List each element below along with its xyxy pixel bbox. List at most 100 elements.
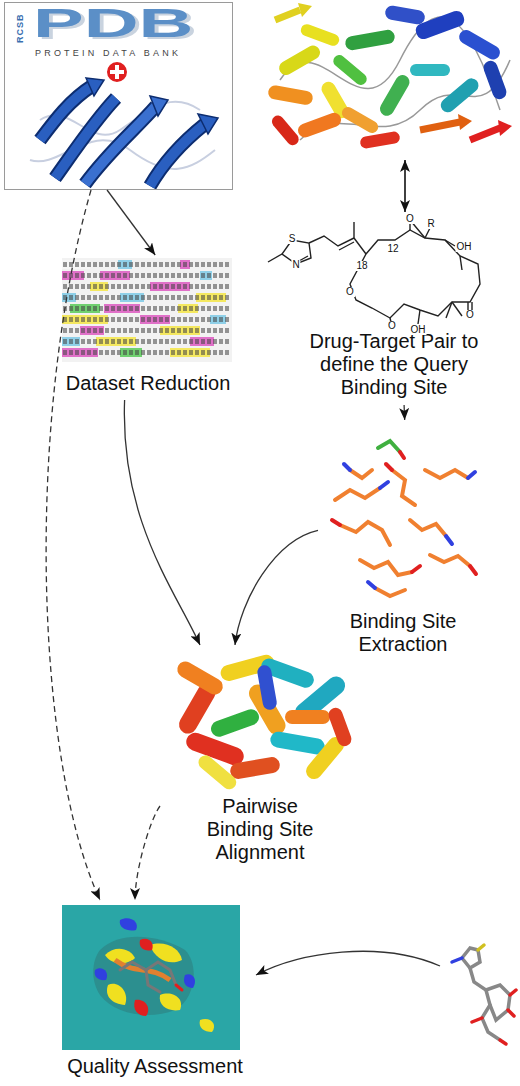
sequence-alignment	[63, 284, 231, 289]
target-protein	[340, 105, 381, 135]
sequence-alignment	[63, 262, 231, 267]
ligand-arrow	[256, 951, 440, 975]
binding-pocket-surface	[146, 970, 160, 992]
ligand-structure	[268, 254, 282, 262]
target-protein	[420, 122, 460, 130]
binding-pocket-surface	[200, 1019, 214, 1032]
ligand-sticks	[500, 1040, 506, 1044]
target-protein	[275, 10, 300, 20]
target-protein	[377, 72, 412, 118]
ligand-structure	[460, 256, 462, 270]
atom-label: OH	[456, 242, 473, 252]
step-label: Quality Assessment	[55, 1055, 255, 1078]
binding-site-residues	[340, 522, 390, 545]
step-label: Binding Site Extraction	[338, 610, 468, 656]
logo-box: RCSBPDBPROTEIN DATA BANK	[4, 2, 233, 190]
binding-pocket-surface	[120, 962, 182, 992]
step-label: Pairwise Binding Site Alignment	[202, 795, 318, 864]
sequence-alignment	[63, 328, 231, 333]
step-label: Dataset Reduction	[58, 372, 238, 395]
target-protein	[267, 3, 512, 149]
ligand-sticks	[472, 1018, 482, 1022]
sequence-alignment	[104, 304, 140, 313]
dashed-arrow	[46, 190, 100, 900]
flow-arrow	[107, 190, 155, 255]
binding-pocket-surface	[134, 1000, 148, 1016]
binding-site-residues	[386, 464, 392, 470]
target-protein	[482, 59, 509, 101]
logo-text: PDB	[33, 0, 193, 46]
binding-pocket-surface	[95, 968, 107, 980]
binding-site-residues	[410, 520, 446, 536]
ligand-sticks	[510, 990, 516, 995]
protein-ribbon	[110, 70, 124, 74]
binding-pocket-surface	[176, 985, 182, 990]
binding-pocket-surface	[62, 905, 240, 1050]
step-box: Drug-Target Pair to define the Query Bin…	[268, 0, 520, 405]
sequence-alignment	[63, 350, 231, 355]
target-protein	[299, 23, 341, 48]
flow-arrow	[124, 400, 200, 645]
ligand-structure	[354, 238, 366, 254]
binding-site-residues	[335, 488, 380, 500]
ligand-sticks	[486, 985, 510, 1020]
target-protein	[470, 128, 500, 140]
ligand-sticks	[452, 958, 462, 962]
flow-arrow	[235, 530, 318, 645]
target-protein	[298, 3, 312, 17]
sequence-alignment	[62, 258, 232, 362]
atom-label: O	[387, 321, 397, 331]
superposed-proteins	[209, 707, 261, 739]
atom-label: N	[291, 260, 300, 270]
binding-site-residues	[375, 588, 405, 596]
sequence-alignment	[210, 315, 226, 324]
ligand-structure	[425, 228, 430, 238]
binding-site-residues	[344, 464, 350, 470]
target-protein	[344, 29, 396, 51]
step-box: Dataset Reduction	[58, 255, 238, 400]
target-protein	[458, 114, 472, 130]
binding-pocket-surface	[93, 937, 193, 1015]
binding-site-residues	[446, 536, 452, 544]
binding-site-residues	[400, 452, 404, 458]
target-protein	[438, 75, 481, 115]
superposed-proteins	[174, 659, 225, 698]
ligand-arrow	[256, 951, 440, 975]
target-protein	[410, 64, 450, 76]
ligand-structure	[445, 240, 455, 246]
superposed-proteins	[174, 653, 353, 792]
binding-site-residues	[470, 566, 476, 574]
atom-label: S	[288, 234, 297, 244]
protein-ribbon	[150, 124, 205, 186]
ligand-structure	[452, 302, 462, 316]
ligand-structure	[339, 242, 354, 250]
protein-ribbon	[150, 96, 168, 116]
ligand-sticks	[470, 968, 500, 1040]
sequence-alignment	[63, 317, 231, 322]
binding-site-residues	[425, 470, 468, 478]
protein-ribbon	[106, 61, 128, 83]
superposed-proteins	[256, 664, 278, 711]
dashed-arrow	[135, 806, 160, 900]
target-protein	[384, 5, 426, 26]
superposed-proteins	[327, 706, 354, 748]
binding-pocket-surface	[120, 918, 137, 930]
binding-pocket-surface	[140, 939, 153, 951]
ligand-sticks	[508, 1010, 514, 1016]
sequence-alignment	[63, 273, 231, 278]
atom-label: O	[465, 310, 475, 320]
atom-label: 12	[386, 244, 399, 254]
target-protein	[269, 113, 301, 148]
binding-site-residues	[430, 555, 470, 566]
target-protein	[277, 43, 323, 78]
ligand-structure	[418, 310, 420, 324]
ligand-structure	[467, 302, 468, 310]
binding-site-residues	[380, 482, 388, 488]
binding-site-residues	[332, 520, 340, 525]
ligand-structure	[350, 230, 480, 318]
binding-site-residues	[332, 441, 476, 596]
sequence-alignment	[63, 306, 231, 311]
